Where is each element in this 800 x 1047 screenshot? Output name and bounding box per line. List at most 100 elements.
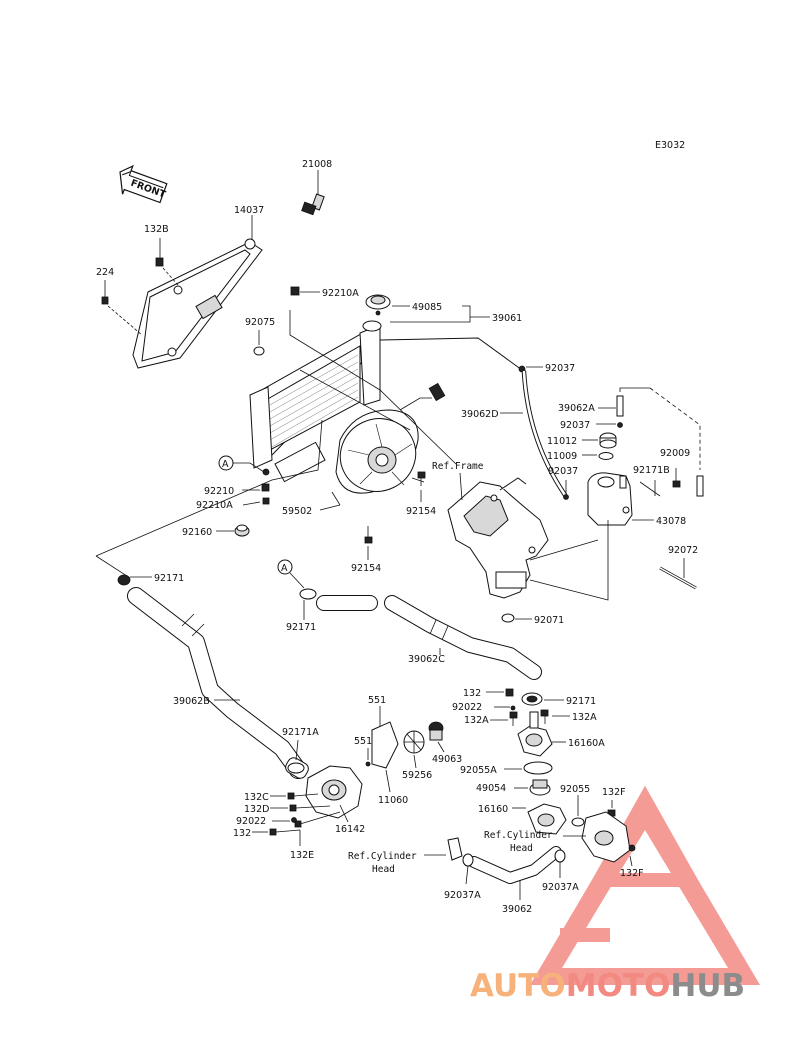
pin-551-b [365,761,371,767]
label-132E: 132E [290,850,314,861]
label-224: 224 [96,267,114,278]
label-132B: 132B [144,224,169,235]
washer-92022-a [510,705,516,711]
diagram-code: E3032 [655,140,685,151]
radiator-cap-49085 [365,294,391,316]
label-92055: 92055 [560,784,590,795]
nut-92071 [501,613,515,623]
clamp-92171-a [117,574,131,586]
svg-text:A: A [222,459,229,470]
hose-39062B [127,587,307,779]
gasket-11060 [371,721,399,769]
clip-92171B [639,480,661,497]
bolt-132B [155,238,164,267]
label-ref-frame: Ref.Frame [432,461,484,472]
bolt-92210A [262,497,270,505]
label-16160A: 16160A [568,738,605,749]
label-92037-a: 92037 [545,363,575,374]
label-92210A-top: 92210A [322,288,359,299]
hose-39062 [468,846,562,884]
water-pump-16142 [285,757,363,819]
label-132-a: 132 [463,688,481,699]
label-16142: 16142 [335,824,365,835]
bolt-132A-b [540,709,549,724]
band-92072 [659,566,697,590]
label-21008: 21008 [302,159,332,170]
clamp-92037-b [617,422,623,428]
label-39061: 39061 [492,313,522,324]
label-49054: 49054 [476,783,506,794]
cylinder-head-fitting [581,811,636,863]
bolt-92210 [261,483,270,492]
svg-text:A: A [281,563,288,574]
clamp-92037-c [563,494,569,500]
label-11060: 11060 [378,795,408,806]
label-92037-b: 92037 [560,420,590,431]
label-551-b: 551 [354,736,372,747]
brand-logo-text: AUTOMOTOHUB [470,968,745,1004]
seal-49063 [428,721,444,741]
part-21008-sensor [301,170,325,216]
bolt-92210A-top [290,286,300,296]
part-14037-radiator-guard [132,238,263,369]
label-92075: 92075 [245,317,275,328]
bolt-132D [289,804,331,812]
label-92071: 92071 [534,615,564,626]
label-92022-b: 92022 [236,816,266,827]
label-39062C: 39062C [408,654,445,665]
label-92154-a: 92154 [406,506,436,517]
label-head-1: Head [510,843,533,854]
label-92022-a: 92022 [452,702,482,713]
label-39062: 39062 [502,904,532,915]
label-132-b: 132 [233,828,251,839]
bolt-92009 [672,468,681,488]
label-132F-b: 132F [620,868,644,879]
label-551-a: 551 [368,695,386,706]
label-132A-b: 132A [572,712,597,723]
bolt-92154-b [364,526,373,544]
label-11012: 11012 [547,436,577,447]
label-92160: 92160 [182,527,212,538]
front-arrow-icon: FRONT [119,164,168,204]
callout-a-marker-1: A [218,455,234,471]
label-16160: 16160 [478,804,508,815]
oring-92055A [523,761,553,775]
fan-59502 [331,382,446,506]
brand-part-2: MOTO [566,968,671,1004]
label-49085: 49085 [412,302,442,313]
clamp-92171-b [299,588,317,600]
bolt-132A-a [509,711,518,726]
fitting-left [447,837,463,861]
label-132C: 132C [244,792,269,803]
oring-92055 [571,817,585,827]
frame-reference [447,477,549,599]
label-92171-b: 92171 [286,622,316,633]
housing-16160A [517,711,553,757]
cover-16160 [527,803,567,835]
label-92037A-a: 92037A [444,890,481,901]
label-59502: 59502 [282,506,312,517]
hose-39062C [316,595,542,680]
bolt-132-a [505,688,514,697]
bolt-132E [294,811,341,828]
bolt-132-b [269,828,301,836]
label-132F-a: 132F [602,787,626,798]
grommet-92075 [253,346,265,356]
label-92171-c: 92171 [566,696,596,707]
clamp-92171-c [521,692,543,706]
clamp-92171A [287,762,305,774]
label-92210: 92210 [204,486,234,497]
label-head-2: Head [372,864,395,875]
label-92009: 92009 [660,448,690,459]
hose-39062A [616,387,704,497]
damper-92160 [234,524,250,537]
label-92037A-b: 92037A [542,882,579,893]
label-43078: 43078 [656,516,686,527]
label-59256: 59256 [402,770,432,781]
brand-part-1: AUTO [470,968,566,1004]
label-39062A: 39062A [558,403,595,414]
label-14037: 14037 [234,205,264,216]
gasket-11009 [598,452,614,460]
label-39062B: 39062B [173,696,210,707]
